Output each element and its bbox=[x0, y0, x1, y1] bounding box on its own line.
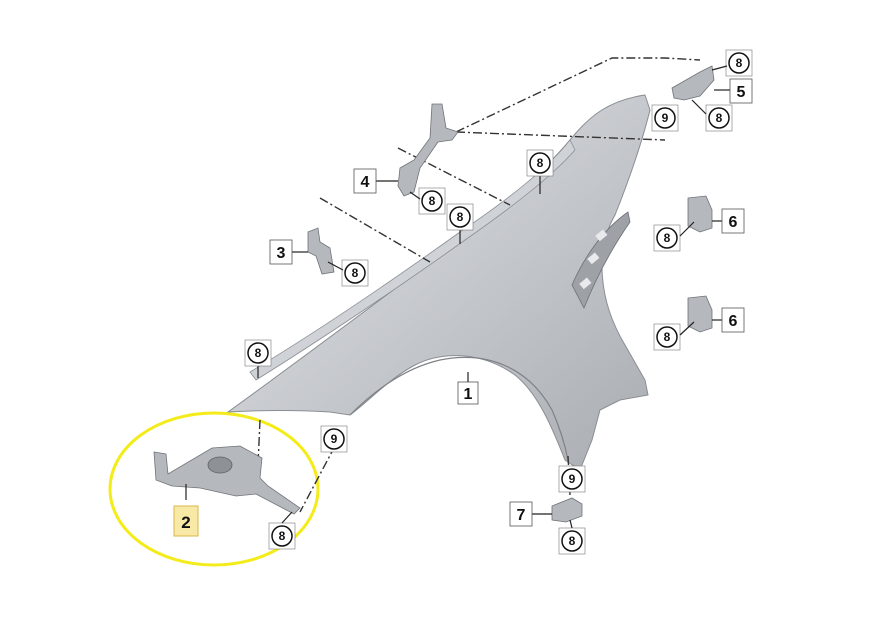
svg-text:8: 8 bbox=[537, 156, 544, 170]
callout-2-label: 2 bbox=[181, 513, 190, 532]
circle-9-top-right: 9 bbox=[651, 104, 679, 132]
callout-2: 2 bbox=[173, 505, 199, 537]
callout-7: 7 bbox=[509, 501, 533, 527]
bracket-2 bbox=[153, 445, 301, 515]
highlight-ellipse bbox=[108, 411, 320, 567]
circle-8-fender-mid: 8 bbox=[446, 203, 474, 231]
callout-1: 1 bbox=[457, 381, 479, 405]
svg-text:8: 8 bbox=[664, 330, 671, 344]
svg-text:8: 8 bbox=[716, 111, 723, 125]
circle-8-bracket3: 8 bbox=[341, 259, 369, 287]
callout-5: 5 bbox=[729, 78, 753, 104]
svg-text:8: 8 bbox=[352, 266, 359, 280]
circle-8-bracket7: 8 bbox=[558, 527, 586, 555]
circle-8-fender-front: 8 bbox=[244, 339, 272, 367]
bracket-7 bbox=[551, 497, 583, 523]
callout-4-label: 4 bbox=[361, 174, 370, 191]
circle-8-bracket2: 8 bbox=[268, 522, 296, 550]
callout-6b: 6 bbox=[721, 307, 745, 333]
circle-9-lower-right: 9 bbox=[558, 465, 586, 493]
callout-6a: 6 bbox=[721, 208, 745, 234]
svg-text:8: 8 bbox=[457, 210, 464, 224]
callout-6a-label: 6 bbox=[729, 214, 738, 231]
svg-text:8: 8 bbox=[664, 231, 671, 245]
bracket-4 bbox=[397, 103, 459, 197]
circle-8-bracket6a: 8 bbox=[653, 224, 681, 252]
callout-5-label: 5 bbox=[737, 84, 746, 101]
bracket-6b bbox=[687, 295, 713, 333]
callout-1-label: 1 bbox=[464, 386, 473, 403]
circle-8-bracket6b: 8 bbox=[653, 323, 681, 351]
callout-3-label: 3 bbox=[277, 245, 286, 262]
svg-text:8: 8 bbox=[429, 194, 436, 208]
svg-text:8: 8 bbox=[255, 346, 262, 360]
svg-text:8: 8 bbox=[279, 529, 286, 543]
svg-text:9: 9 bbox=[662, 111, 669, 125]
bracket-6a bbox=[687, 195, 713, 233]
circle-callouts: 8 9 8 8 8 8 8 bbox=[244, 49, 753, 555]
callout-4: 4 bbox=[353, 168, 377, 194]
svg-text:8: 8 bbox=[736, 56, 743, 70]
svg-text:8: 8 bbox=[569, 534, 576, 548]
callout-7-label: 7 bbox=[517, 507, 526, 524]
leader-lines bbox=[185, 89, 730, 515]
circle-8-top-right-b: 8 bbox=[705, 104, 733, 132]
circle-8-fender-top: 8 bbox=[526, 149, 554, 177]
bracket-5 bbox=[671, 65, 715, 101]
circle-leaders bbox=[281, 65, 728, 529]
circle-8-bracket4: 8 bbox=[418, 187, 446, 215]
svg-text:9: 9 bbox=[569, 472, 576, 486]
svg-text:9: 9 bbox=[331, 432, 338, 446]
callout-3: 3 bbox=[269, 239, 293, 265]
callout-6b-label: 6 bbox=[729, 313, 738, 330]
bracket-3 bbox=[307, 227, 335, 275]
circle-9-lower-mid: 9 bbox=[320, 425, 348, 453]
circle-8-top-right-a: 8 bbox=[725, 49, 753, 77]
fender-part bbox=[226, 94, 651, 471]
